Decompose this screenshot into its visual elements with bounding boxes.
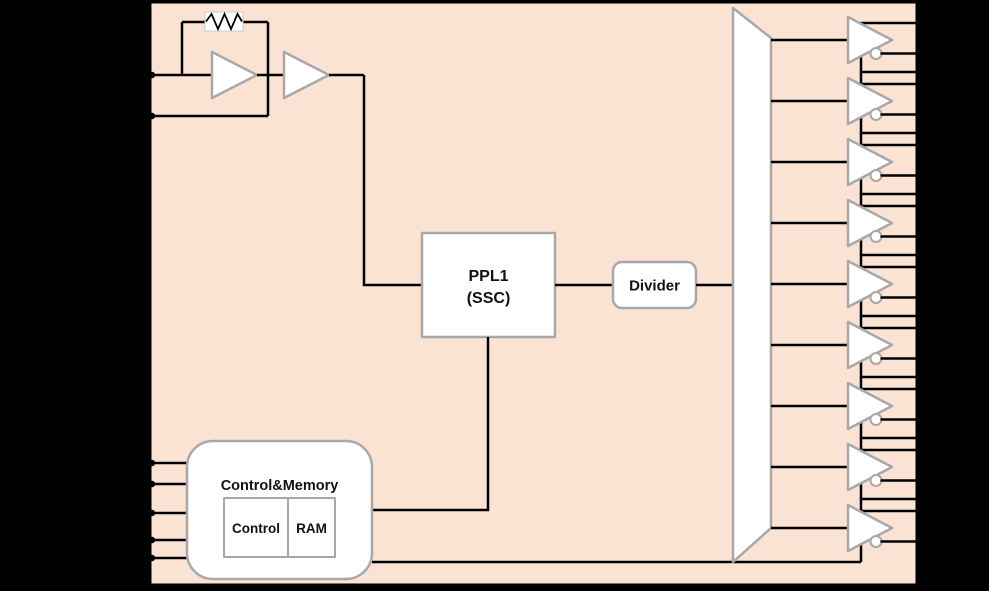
output-buffer: [771, 15, 919, 74]
ram-cell-label: RAM: [296, 521, 327, 536]
left-pin-dots: [148, 71, 156, 562]
control-to-pll-wire: [372, 337, 490, 512]
control-pin-dot: [148, 509, 156, 517]
inverting-output-bubble-icon: [869, 413, 883, 426]
control-memory-section: Control&Memory Control RAM: [152, 337, 861, 581]
inverting-output-bubble-icon: [869, 535, 883, 548]
oscillator-section: [152, 11, 422, 287]
output-buffer: [771, 503, 919, 553]
divider-label: Divider: [629, 278, 680, 295]
control-memory-title: Control&Memory: [221, 478, 339, 494]
xout-pin-dot: [148, 112, 156, 120]
control-cell-label: Control: [232, 521, 280, 536]
pll-label-line2: (SSC): [467, 290, 511, 307]
pll-label-line1: PPL1: [468, 268, 508, 285]
output-buffer: [771, 442, 919, 501]
output-buffers: [771, 15, 919, 553]
inverting-output-bubble-icon: [869, 474, 883, 487]
pll-block: [420, 231, 557, 339]
control-pin-dot: [148, 459, 156, 467]
oscillator-amplifier-1: [210, 50, 259, 100]
output-buffer: [771, 76, 919, 135]
output-buffer: [771, 198, 919, 257]
control-cell: [223, 497, 289, 558]
mux-trapezoid: [731, 6, 773, 564]
output-buffer: [771, 137, 919, 196]
ram-cell: [287, 497, 336, 558]
control-pin-dot: [148, 554, 156, 562]
inverting-output-bubble-icon: [869, 230, 883, 243]
xin-pin-dot: [148, 71, 156, 79]
control-pin-dot: [148, 480, 156, 488]
inverting-output-bubble-icon: [869, 352, 883, 365]
oscillator-to-pll-wire: [362, 75, 422, 287]
inverting-output-bubble-icon: [869, 169, 883, 182]
inverting-output-bubble-icon: [869, 291, 883, 304]
oscillator-amplifier-2: [282, 50, 331, 100]
resistor-body: [204, 11, 244, 32]
output-buffer: [771, 381, 919, 440]
output-buffer: [771, 259, 919, 318]
control-pin-dot: [148, 536, 156, 544]
inverting-output-bubble-icon: [869, 108, 883, 121]
inverting-output-bubble-icon: [869, 47, 883, 60]
output-buffer: [771, 320, 919, 379]
resistor-zigzag-icon: [205, 11, 243, 32]
